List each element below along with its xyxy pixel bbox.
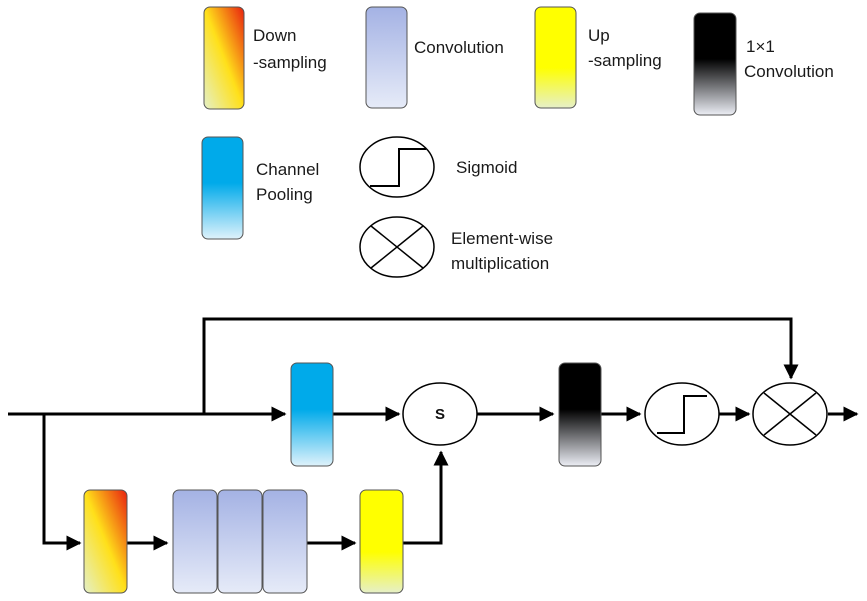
flow-connectors xyxy=(8,317,859,551)
legend-conv1x1-block xyxy=(693,12,737,116)
upsampling-block xyxy=(359,489,404,594)
legend-upsampling-line1: Up xyxy=(588,26,610,45)
convolution-block-3 xyxy=(262,489,308,594)
legend-conv1x1-line1: 1×1 xyxy=(746,37,775,56)
sigmoid-node xyxy=(644,382,720,446)
skip-connection xyxy=(202,317,799,414)
legend-elementwise-line2: multiplication xyxy=(451,254,549,273)
multiply-node xyxy=(752,382,828,446)
legend: Down -sampling Convolution Up -sampling … xyxy=(201,6,834,278)
sum-node: S xyxy=(402,382,478,446)
convolution-block-1 xyxy=(172,489,218,594)
legend-channel-pooling-block xyxy=(201,136,244,240)
sum-node-label: S xyxy=(435,406,445,423)
downsampling-block xyxy=(83,489,128,594)
multiply-icon xyxy=(359,216,435,278)
conv1x1-block xyxy=(558,362,602,467)
legend-downsampling-block xyxy=(203,6,245,110)
legend-upsampling-block xyxy=(534,6,577,109)
legend-convolution-label: Convolution xyxy=(414,38,504,57)
legend-downsampling-line2: -sampling xyxy=(253,53,327,72)
legend-conv1x1-line2: Convolution xyxy=(744,62,834,81)
legend-channel-pooling-line2: Pooling xyxy=(256,185,313,204)
up-to-sum xyxy=(403,450,449,545)
legend-sigmoid-label: Sigmoid xyxy=(456,158,517,177)
legend-convolution-block xyxy=(365,6,408,109)
legend-upsampling-line2: -sampling xyxy=(588,51,662,70)
branch-line xyxy=(42,414,82,551)
channel-pooling-block xyxy=(290,362,334,467)
legend-channel-pooling-line1: Channel xyxy=(256,160,319,179)
flow-blocks: S xyxy=(83,362,828,594)
sigmoid-icon xyxy=(359,136,435,198)
legend-downsampling-line1: Down xyxy=(253,26,296,45)
convolution-block-2 xyxy=(217,489,263,594)
legend-elementwise-line1: Element-wise xyxy=(451,229,553,248)
